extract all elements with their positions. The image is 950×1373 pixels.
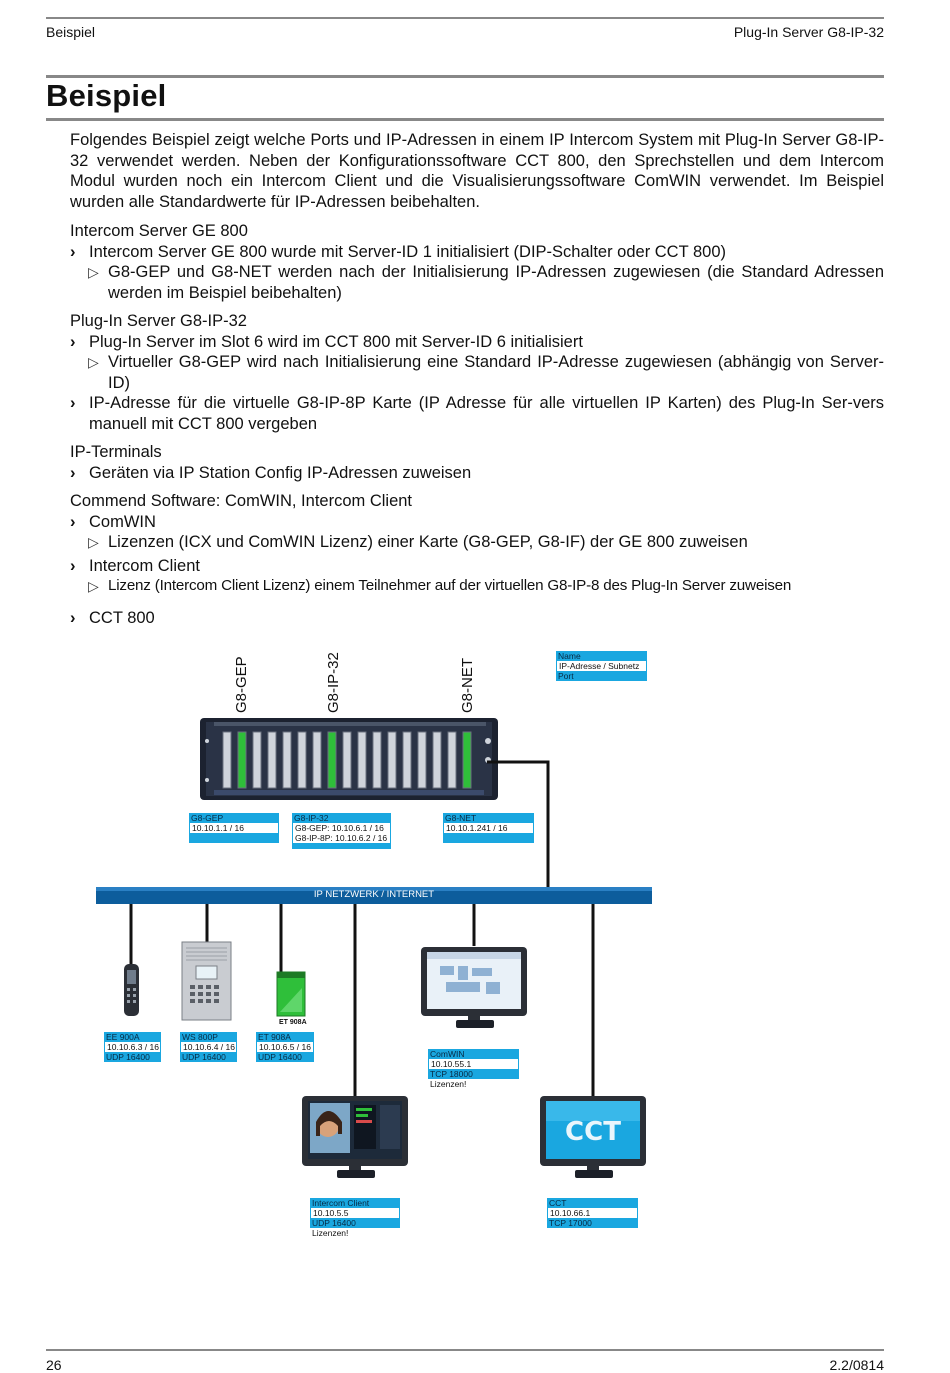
info-box-g8-gep: G8-GEP 10.10.1.1 / 16 [189,813,279,843]
info-box-g8-net: G8-NET 10.10.1.241 / 16 [443,813,534,843]
header-left: Beispiel [46,24,96,40]
title-rule-top [46,75,884,78]
body-text: Folgendes Beispiel zeigt welche Ports un… [70,130,884,628]
chevron-icon: › [70,463,76,482]
bullet-plugin-1: ›Plug-In Server im Slot 6 wird im CCT 80… [70,332,583,351]
chevron-icon: › [70,332,76,351]
bullet-ge800: ›Intercom Server GE 800 wurde mit Server… [70,242,726,261]
section-label-terminals: IP-Terminals [70,443,162,461]
footer-rule [46,1349,884,1351]
bullet-plugin-2: ›IP-Adresse für die virtuelle G8-IP-8P K… [70,394,884,433]
licence-note-client: Lizenzen! [312,1228,349,1238]
et908a-module-icon [276,971,306,1017]
ee900a-device-icon [124,964,139,1016]
info-box-ee900a: EE 900A 10.10.6.3 / 16 UDP 16400 [104,1032,161,1062]
document-version: 2.2/0814 [829,1357,885,1373]
arrow-outline-icon: ▷ [88,534,99,550]
chevron-icon: › [70,512,76,531]
bullet-terminals: ›Geräten via IP Station Config IP-Adress… [70,463,472,482]
legend-box: Name IP-Adresse / Subnetz Port [556,651,647,681]
info-box-et908a: ET 908A 10.10.6.5 / 16 UDP 16400 [256,1032,314,1062]
bullet-cct: ›CCT 800 [70,608,155,627]
ws800p-panel-icon [181,941,232,1021]
subbullet-ge800: ▷G8-GEP und G8-NET werden nach der Initi… [88,263,884,302]
et908a-device-label: ET 908A [279,1019,307,1026]
header-rule [46,17,884,19]
arrow-outline-icon: ▷ [88,264,99,280]
chevron-icon: › [70,242,76,261]
licence-note-comwin: Lizenzen! [430,1079,467,1089]
chevron-icon: › [70,608,76,627]
info-box-ws800p: WS 800P 10.10.6.4 / 16 UDP 16400 [180,1032,237,1062]
header-right: Plug-In Server G8-IP-32 [733,24,884,40]
intercom-client-monitor-icon [302,1096,408,1178]
page-title: Beispiel [46,78,167,113]
section-label-ge800: Intercom Server GE 800 [70,222,248,240]
title-rule-bottom [46,118,884,121]
bullet-comwin: ›ComWIN [70,512,156,531]
diagram-graphics: ET 908A [96,718,652,1178]
section-label-software: Commend Software: ComWIN, Intercom Clien… [70,492,413,510]
info-box-g8-ip32: G8-IP-32 G8-GEP: 10.10.6.1 / 16 G8-IP-8P… [292,813,391,849]
arrow-outline-icon: ▷ [88,354,99,370]
subbullet-comwin: ▷Lizenzen (ICX und ComWIN Lizenz) einer … [88,533,748,551]
arrow-outline-icon: ▷ [88,578,99,594]
info-box-cct: CCT 10.10.66.1 TCP 17000 [547,1198,638,1228]
cct-screen-label: CCT [565,1117,621,1147]
server-rack-icon [200,718,498,800]
chevron-icon: › [70,394,76,412]
comwin-monitor-icon [421,947,527,1028]
intro-paragraph: Folgendes Beispiel zeigt welche Ports un… [70,131,884,211]
network-diagram: G8-GEP G8-IP-32 G8-NET Name IP-Adresse /… [0,640,950,1260]
bullet-client: ›Intercom Client [70,556,200,575]
info-box-intercom-client: Intercom Client 10.10.5.5 UDP 16400 Lize… [310,1198,400,1238]
page-number: 26 [46,1357,62,1373]
info-box-comwin: ComWIN 10.10.55.1 TCP 18000 Lizenzen! [428,1049,519,1089]
chevron-icon: › [70,556,76,575]
network-label: IP NETZWERK / INTERNET [313,889,435,900]
subbullet-plugin: ▷Virtueller G8-GEP wird nach Initialisie… [88,353,884,392]
cct-monitor-icon [540,1096,646,1178]
section-label-plugin: Plug-In Server G8-IP-32 [70,312,247,330]
network-bar [96,887,652,904]
subbullet-client: ▷Lizenz (Intercom Client Lizenz) einem T… [70,576,884,597]
